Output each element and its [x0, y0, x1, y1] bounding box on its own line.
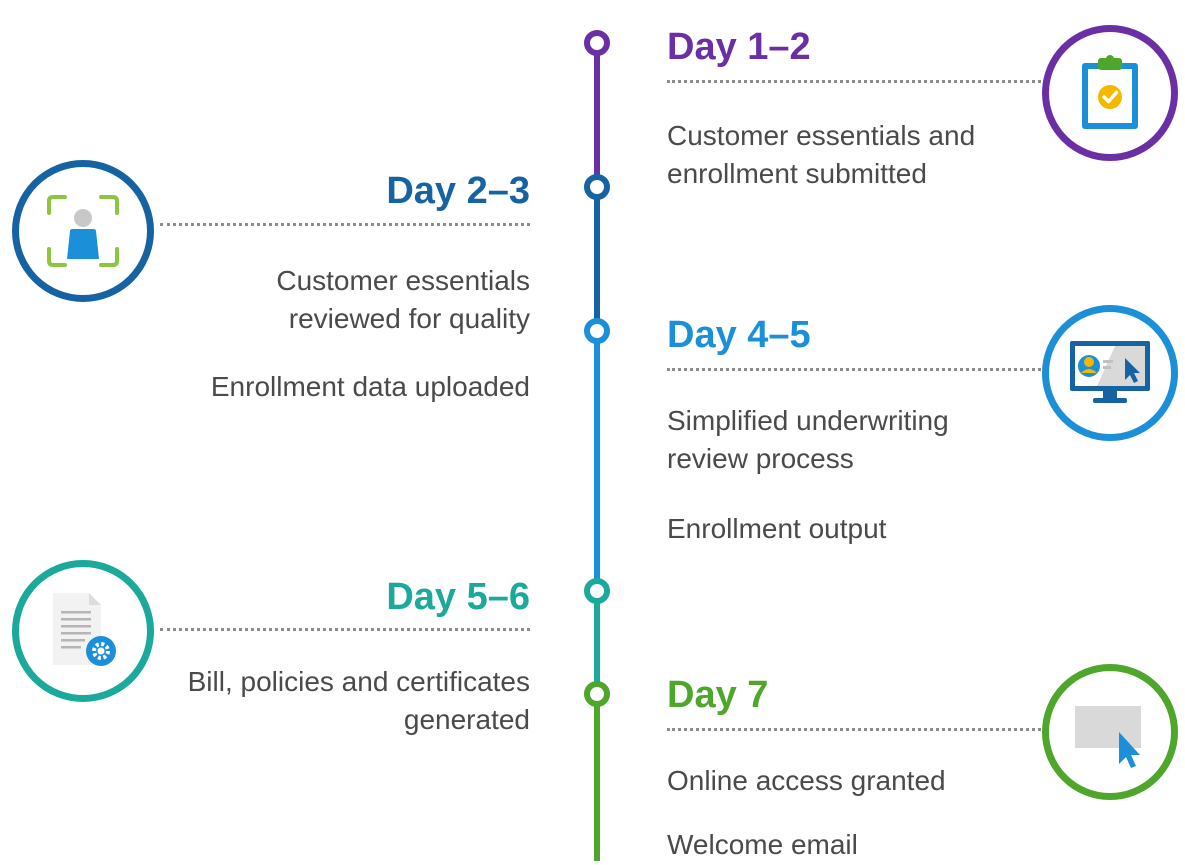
stage-title: Day 1–2 — [667, 26, 811, 68]
stage-title: Day 4–5 — [667, 314, 811, 356]
dotted-connector — [667, 368, 1052, 371]
stage-description: Online access granted — [667, 765, 946, 796]
timeline-segment-4 — [594, 592, 600, 694]
stage-title: Day 7 — [667, 674, 769, 716]
clipboard-check-icon — [1042, 25, 1178, 161]
dotted-connector — [667, 80, 1052, 83]
timeline-segment-3 — [594, 330, 600, 592]
monitor-profile-icon — [1042, 305, 1178, 441]
stage-description: Enrollment output — [667, 513, 887, 544]
timeline-node-2 — [584, 174, 610, 200]
stage-description: Simplified underwriting review process — [667, 405, 949, 474]
dotted-connector — [160, 223, 530, 226]
dotted-connector — [160, 628, 530, 631]
person-scan-icon — [12, 160, 154, 302]
stage-description: Customer essentials and enrollment submi… — [667, 120, 976, 189]
timeline-segment-5 — [594, 694, 600, 861]
stage-description: Customer essentials reviewed for quality — [276, 265, 530, 334]
stage-description: Bill, policies and certificates generate… — [187, 666, 530, 735]
stage-description: Enrollment data uploaded — [210, 371, 530, 402]
timeline-node-5 — [584, 681, 610, 707]
document-gear-icon — [12, 560, 154, 702]
stage-title: Day 5–6 — [386, 576, 530, 618]
cursor-click-icon — [1042, 664, 1178, 800]
timeline-segment-1 — [594, 48, 600, 188]
timeline-segment-2 — [594, 188, 600, 330]
timeline-node-1 — [584, 30, 610, 56]
stage-title: Day 2–3 — [386, 170, 530, 212]
timeline-node-4 — [584, 578, 610, 604]
dotted-connector — [667, 728, 1052, 731]
stage-description: Welcome email — [667, 829, 858, 860]
timeline-node-3 — [584, 318, 610, 344]
